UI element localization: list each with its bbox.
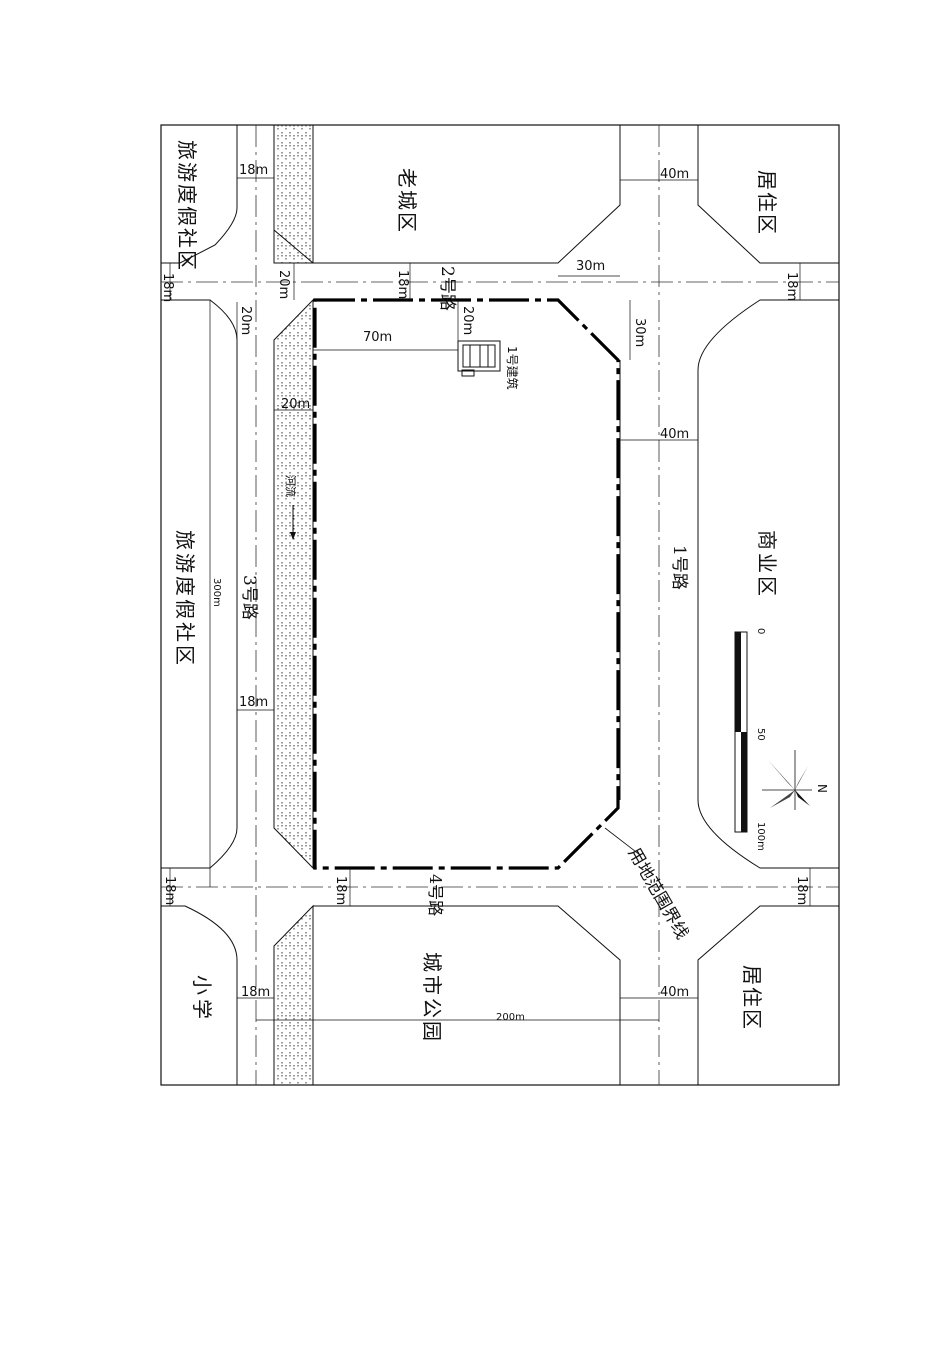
dim-40m-bottom-right: 40m	[660, 985, 689, 1000]
road-3-label: 3号路	[239, 575, 259, 620]
road-edges	[161, 125, 839, 1085]
dim-40m-top-right: 40m	[660, 167, 689, 182]
building-1	[457, 340, 501, 377]
zone-city-park: 城市公园	[420, 952, 444, 1044]
dim-20m-river: 20m	[281, 397, 310, 412]
road-4-label: 4号路	[426, 874, 445, 916]
boundary-leader	[604, 827, 641, 856]
road-2-label: 2号路	[437, 266, 457, 311]
dim-18m-left-mid: 18m	[239, 695, 268, 710]
zone-old-city: 老城区	[395, 168, 419, 234]
map-frame	[160, 124, 840, 1086]
north-label: N	[815, 784, 829, 793]
north-arrow-icon: N	[762, 750, 829, 810]
dim-18m-right-upper: 18m	[784, 272, 799, 301]
dim-18m-right-lower: 18m	[794, 876, 809, 905]
zone-tourism-mid: 旅游度假社区	[173, 530, 197, 668]
dim-18m-road4: 18m	[333, 876, 348, 905]
scale-bar: 0 50 100m	[734, 628, 766, 851]
dim-30m-top: 30m	[576, 259, 605, 274]
dim-18m-top-left: 18m	[239, 163, 268, 178]
scale-fifty: 50	[755, 728, 766, 741]
dim-40m-right-mid: 40m	[660, 427, 689, 442]
dim-20m-building: 20m	[460, 306, 475, 335]
boundary-label: 用地范围界线	[624, 845, 692, 943]
dim-18m-left-upper: 18m	[160, 273, 175, 302]
zone-school: 小学	[190, 975, 214, 1023]
dim-300m: 300m	[211, 578, 222, 607]
dim-18m-bottom-left: 18m	[241, 985, 270, 1000]
dim-30m-side: 30m	[632, 318, 647, 347]
road-1-label: 1号路	[669, 545, 689, 590]
dimension-lines	[169, 177, 811, 1021]
zone-tourism-top: 旅游度假社区	[175, 140, 199, 272]
dim-18m-road2: 18m	[395, 270, 410, 299]
zone-residential-top: 居住区	[755, 170, 779, 236]
zone-commercial: 商业区	[755, 530, 779, 599]
site-boundary-line	[313, 298, 620, 870]
building-1-label: 1号建筑	[505, 346, 520, 390]
scale-hundred: 100m	[755, 822, 766, 851]
road-centerlines	[161, 125, 839, 1085]
river-label: 河流	[284, 475, 298, 497]
dim-20m-road2-river: 20m	[276, 270, 291, 299]
dim-200m: 200m	[496, 1012, 525, 1023]
river-flow-arrowhead	[290, 532, 296, 540]
dim-20m-left: 20m	[238, 306, 253, 335]
dim-70m: 70m	[363, 330, 392, 345]
dim-18m-left-lower: 18m	[162, 876, 177, 905]
scale-zero: 0	[755, 628, 766, 634]
zone-residential-bottom: 居住区	[740, 965, 764, 1031]
river-area	[273, 124, 314, 1086]
